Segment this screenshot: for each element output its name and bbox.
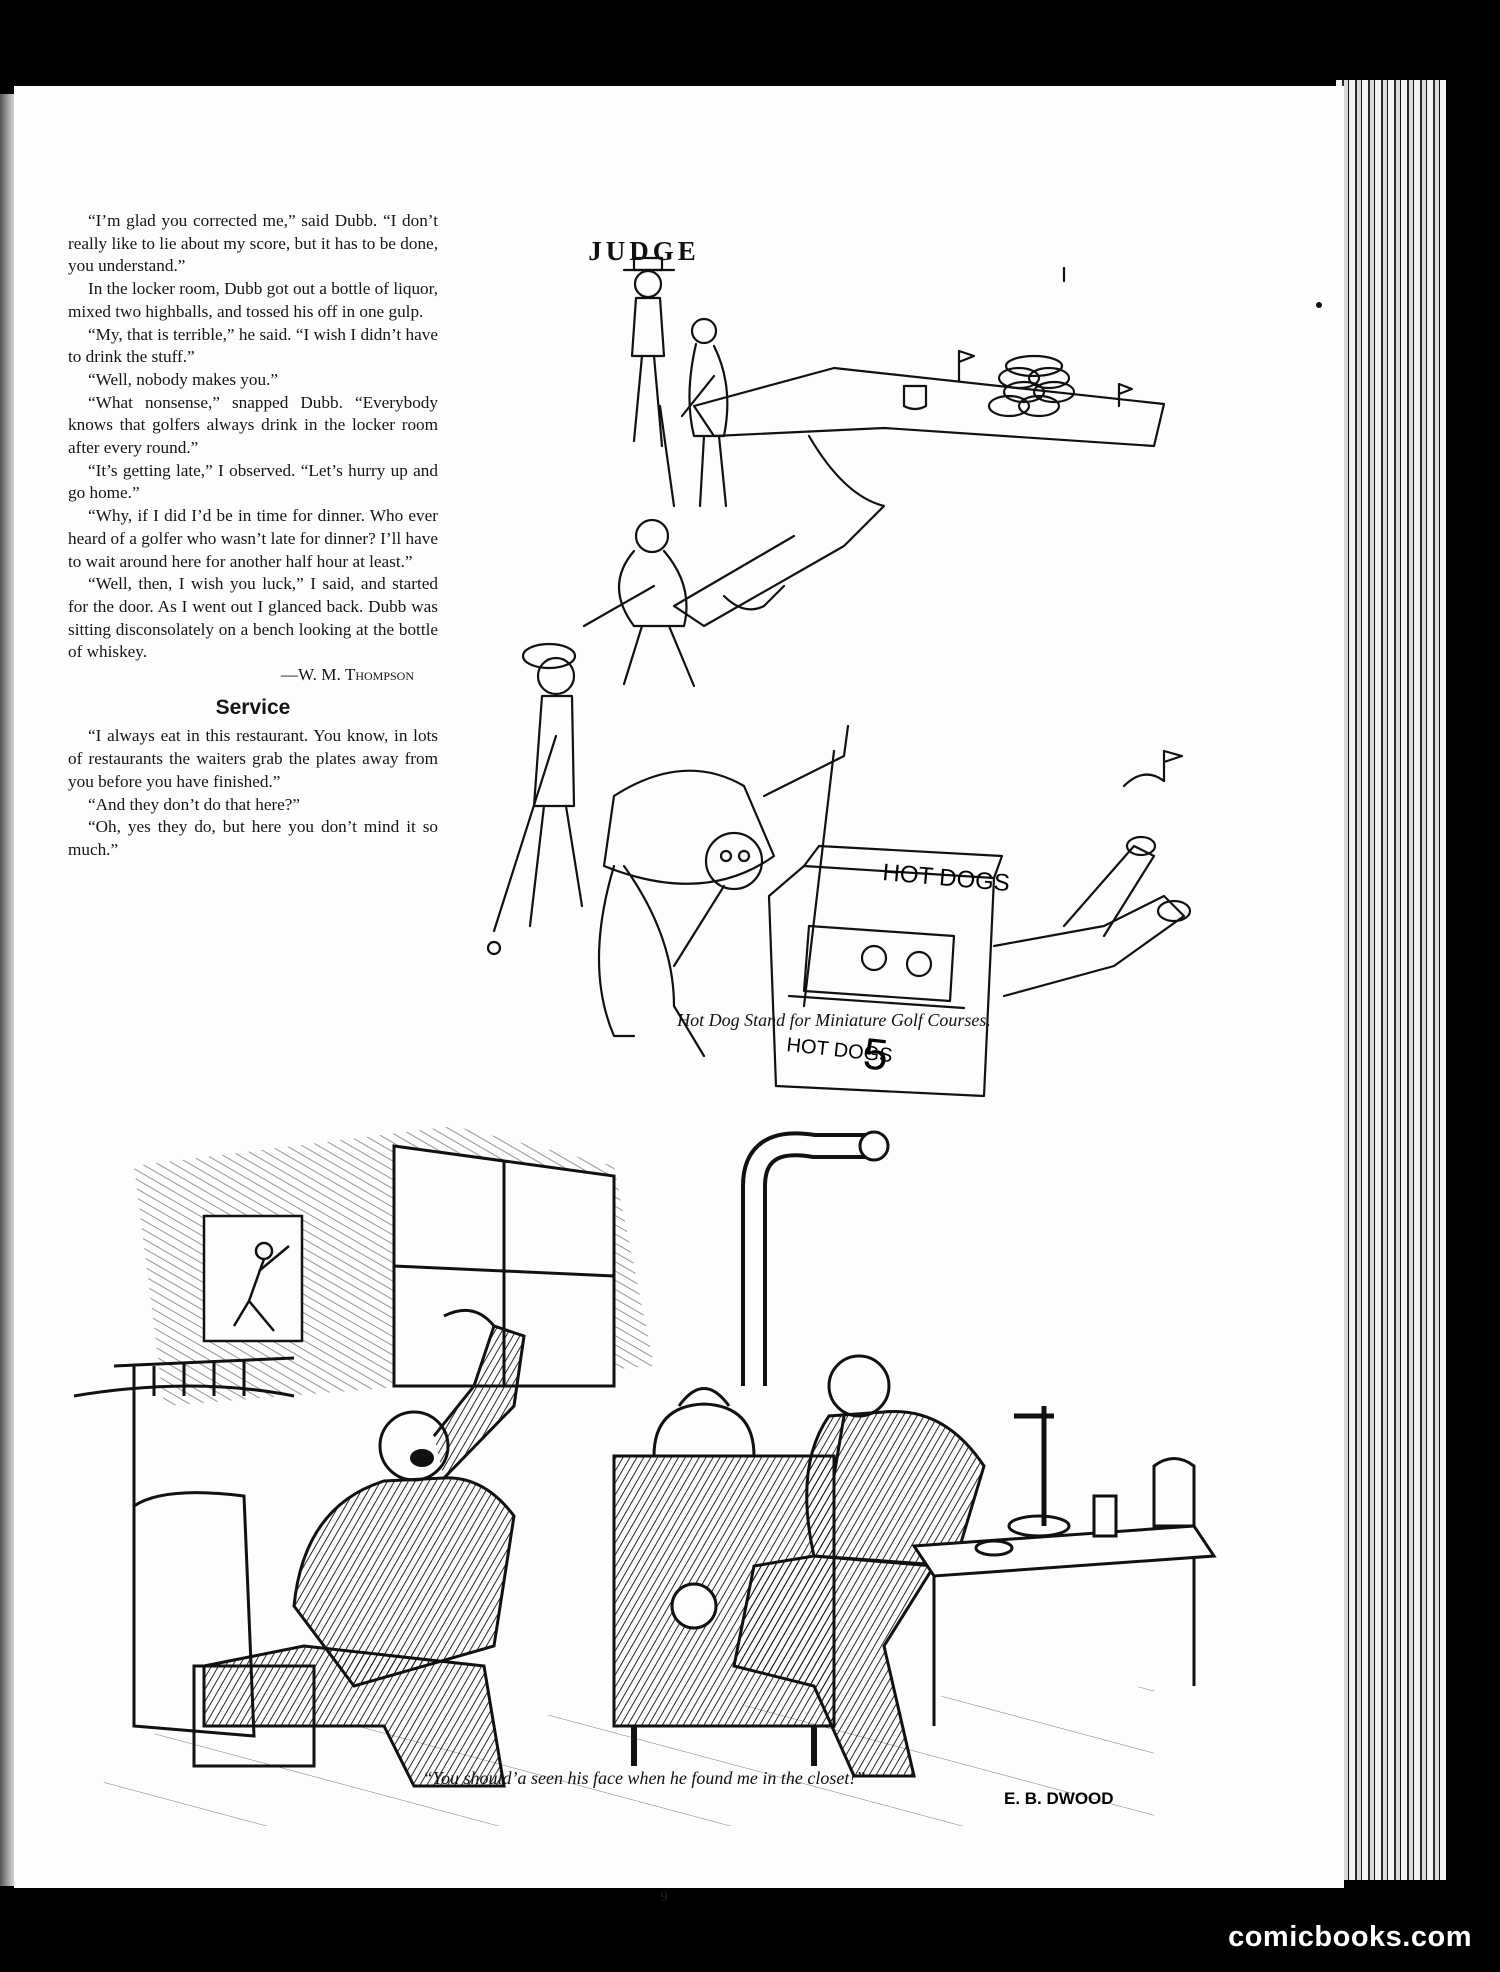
legs-behind-stand <box>992 835 1192 998</box>
hot-dog-sign-top: HOT DOGS <box>881 859 1010 897</box>
paragraph: “I’m glad you corrected me,” said Dubb. … <box>68 211 438 276</box>
golfer-figure-middle <box>582 518 786 688</box>
cabin-cartoon-caption: “You should’a seen his face when he foun… <box>422 1768 866 1788</box>
boxer-poster <box>202 1214 304 1343</box>
page-edges <box>1336 80 1446 1880</box>
paragraph: “Well, then, I wish you luck,” I said, a… <box>68 574 438 662</box>
golf-cartoon-caption: Hot Dog Stand for Miniature Golf Courses… <box>677 1010 991 1030</box>
paragraph: “Why, if I did I’d be in time for dinner… <box>68 506 438 571</box>
story-column: “I’m glad you corrected me,” said Dubb. … <box>68 210 438 862</box>
sandbag-pile <box>987 354 1076 418</box>
paragraph: “What nonsense,” snapped Dubb. “Everybod… <box>68 392 438 458</box>
paragraph: “And they don’t do that here?” <box>88 794 301 814</box>
site-watermark: comicbooks.com <box>1228 1921 1472 1953</box>
paragraph: “Oh, yes they do, but here you don’t min… <box>68 817 438 859</box>
golf-cartoon: HOT DOGS HOT DOGS 5 <box>486 256 1192 1098</box>
stove-pipe <box>741 1131 874 1386</box>
golfer-figure-top <box>622 256 676 508</box>
flag-icon <box>1162 749 1184 783</box>
masthead: JUDGE <box>588 236 700 266</box>
kettle <box>652 1387 756 1458</box>
paragraph: “Well, nobody makes you.” <box>88 369 279 389</box>
paragraph: “It’s getting late,” I observed. “Let’s … <box>68 460 438 503</box>
artist-signature: E. B. DWOOD <box>1004 1789 1114 1808</box>
cabin-cartoon: E. B. DWOOD <box>73 1126 1217 1826</box>
paragraph: In the locker room, Dubb got out a bottl… <box>68 279 438 321</box>
weary-man <box>732 1354 986 1778</box>
paragraph: “My, that is terrible,” he said. “I wish… <box>68 324 438 367</box>
paragraph: “I always eat in this restaurant. You kn… <box>68 726 438 791</box>
mini-golf-green <box>692 366 1166 448</box>
golfer-figure-bending <box>680 317 729 508</box>
flag-icon <box>957 349 1134 408</box>
chair <box>1014 1406 1054 1526</box>
bucket <box>902 384 928 411</box>
golfer-figure-putting <box>486 642 584 956</box>
kitchen-table <box>911 1457 1217 1726</box>
laughing-man <box>192 1308 526 1788</box>
cabin-window <box>392 1144 616 1388</box>
service-heading: Service <box>215 695 291 719</box>
magazine-page: JUDGE “I’m glad you corrected me,” said … <box>14 86 1344 1905</box>
byline: —W. M. Thompson <box>280 665 414 685</box>
story-text: “I’m glad you corrected me,” said Dubb. … <box>68 210 438 664</box>
price-label: 5 <box>861 1029 890 1080</box>
ink-dot <box>1316 302 1322 308</box>
service-text: “I always eat in this restaurant. You kn… <box>68 725 438 861</box>
golfer-figure-reaching <box>597 724 850 1058</box>
page-number: 9 <box>660 1890 668 1905</box>
book-spine-shadow <box>0 94 18 1886</box>
hot-dog-stand <box>767 844 1004 1098</box>
green-path <box>672 434 886 628</box>
